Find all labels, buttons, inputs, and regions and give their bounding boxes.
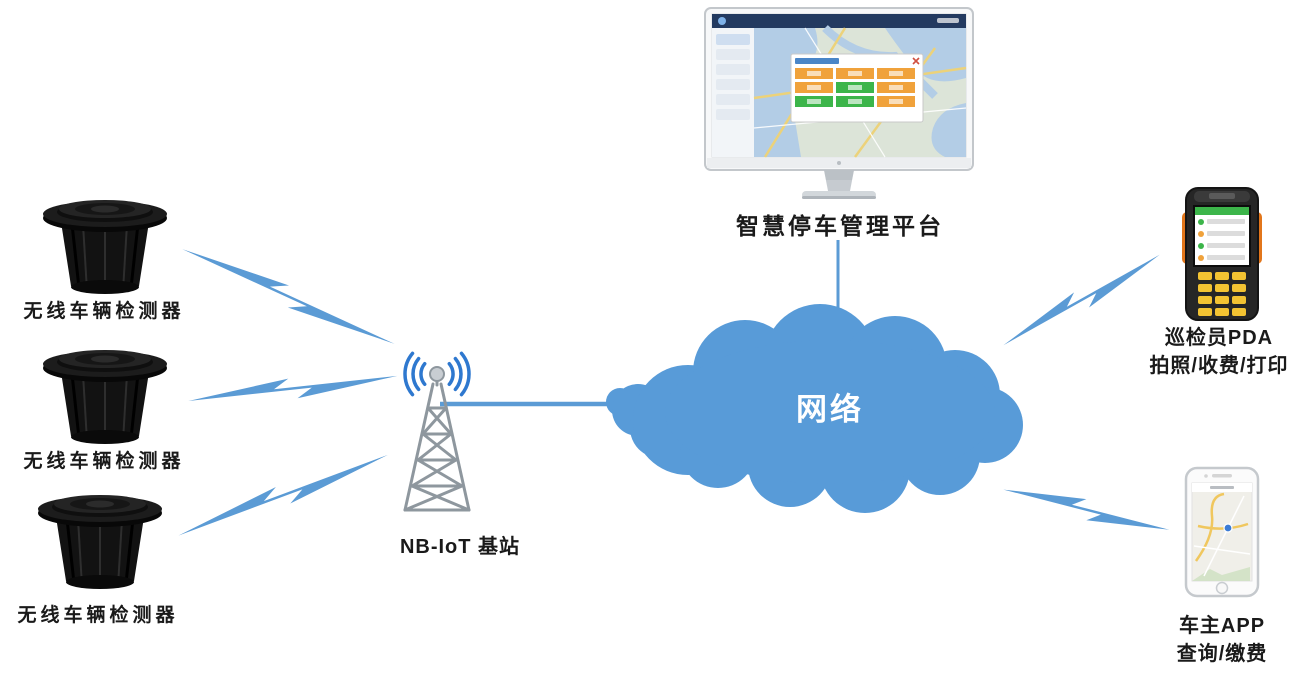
owner-app-label-line2: 查询/缴费 [1176, 643, 1268, 665]
platform-header-bar [712, 14, 966, 28]
detector-1-label: 无线车辆检测器 [23, 301, 185, 322]
radio-tower-icon [403, 351, 471, 512]
parking-status-popup [790, 53, 924, 123]
detector-2-label: 无线车辆检测器 [23, 451, 185, 472]
pda-label-line2: 拍照/收费/打印 [1149, 355, 1289, 377]
pda-label-line1: 巡检员PDA [1164, 327, 1274, 349]
monitor-stand [802, 170, 876, 199]
detector-3-label: 无线车辆检测器 [17, 605, 179, 626]
vehicle-detector-icon [41, 348, 169, 446]
pda-screen [1193, 205, 1251, 267]
pda-keypad [1198, 272, 1246, 316]
vehicle-detector-icon [41, 198, 169, 296]
tower-antenna-ball [429, 366, 445, 382]
platform-user-menu [937, 18, 959, 23]
smartphone-map-icon [1184, 466, 1260, 598]
link-cloud-app-bolt [1002, 472, 1170, 547]
tower-lattice [403, 379, 471, 512]
phone-speaker [1212, 474, 1232, 478]
monitor-map-icon [704, 7, 974, 199]
map-pin-icon [1223, 523, 1233, 533]
radio-waves-icon [403, 351, 471, 397]
network-cloud-icon [606, 304, 1023, 513]
vehicle-detector-icon [36, 493, 164, 591]
phone-home-button [1215, 581, 1229, 595]
network-cloud-label: 网络 [796, 392, 864, 427]
base-station-label: NB-IoT 基站 [399, 536, 521, 558]
pda-icon [1182, 187, 1262, 321]
phone-screen [1191, 482, 1253, 582]
platform-sidebar [712, 28, 754, 157]
platform-logo-icon [718, 17, 726, 25]
phone-camera [1204, 474, 1208, 478]
popup-close-icon [912, 57, 920, 65]
link-detector1-basestation-bolt [181, 233, 396, 360]
link-detector2-basestation-bolt [187, 373, 399, 403]
owner-app-label-line1: 车主APP [1178, 615, 1266, 637]
platform-label: 智慧停车管理平台 [736, 213, 944, 239]
